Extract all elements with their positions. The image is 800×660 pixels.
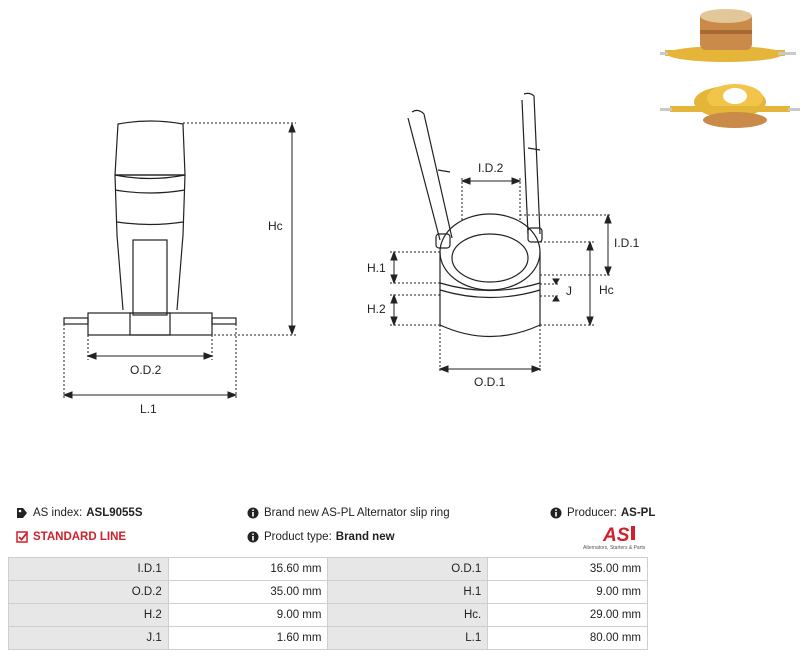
product-type-value: Brand new bbox=[335, 531, 395, 543]
label-od1: O.D.1 bbox=[474, 375, 506, 389]
producer-label: Producer: bbox=[567, 507, 617, 519]
spec-label: H.1 bbox=[327, 580, 489, 604]
label-hc-right: Hc bbox=[599, 283, 614, 297]
spec-value: 16.60 mm bbox=[167, 557, 329, 581]
tag-icon bbox=[17, 508, 27, 518]
standard-line-label: STANDARD LINE bbox=[33, 531, 127, 543]
spec-value: 29.00 mm bbox=[487, 603, 648, 627]
spec-label: J.1 bbox=[8, 626, 169, 650]
technical-drawing: Hc O.D.2 L.1 I.D.2 I.D.1 H.1 H.2 J Hc O.… bbox=[62, 92, 640, 416]
brand-logo-text: AS bbox=[602, 525, 630, 546]
info-icon bbox=[247, 507, 259, 519]
description-text: Brand new AS-PL Alternator slip ring bbox=[264, 507, 450, 519]
description-row: Brand new AS-PL Alternator slip ring bbox=[247, 507, 450, 519]
side-view bbox=[63, 120, 237, 336]
info-icon bbox=[247, 531, 259, 543]
spec-label: O.D.1 bbox=[327, 557, 489, 581]
spec-value: 35.00 mm bbox=[167, 580, 329, 604]
spec-label: O.D.2 bbox=[8, 580, 169, 604]
checkbox-icon bbox=[16, 531, 28, 543]
brand-tagline: Alternators, Starters & Parts bbox=[583, 545, 646, 551]
label-j: J bbox=[566, 284, 572, 298]
standard-line-row: STANDARD LINE bbox=[16, 531, 126, 543]
table-row: O.D.2 35.00 mm H.1 9.00 mm bbox=[8, 580, 648, 604]
spec-label: I.D.1 bbox=[8, 557, 169, 581]
spec-value: 9.00 mm bbox=[167, 603, 329, 627]
producer-row: Producer: AS-PL bbox=[550, 507, 655, 519]
spec-label: L.1 bbox=[327, 626, 489, 650]
table-row: H.2 9.00 mm Hc. 29.00 mm bbox=[8, 603, 648, 627]
spec-value: 9.00 mm bbox=[487, 580, 648, 604]
as-index-value: ASL9055S bbox=[86, 507, 143, 519]
label-h2: H.2 bbox=[367, 302, 386, 316]
label-id2: I.D.2 bbox=[478, 161, 504, 175]
label-l1: L.1 bbox=[140, 402, 157, 416]
spec-value: 35.00 mm bbox=[487, 557, 648, 581]
info-icon bbox=[550, 507, 562, 519]
spec-value: 80.00 mm bbox=[487, 626, 648, 650]
table-row: J.1 1.60 mm L.1 80.00 mm bbox=[8, 626, 648, 650]
brand-logo: AS bbox=[602, 525, 635, 546]
spec-value: 1.60 mm bbox=[167, 626, 329, 650]
spec-label: Hc. bbox=[327, 603, 489, 627]
product-type-row: Product type: Brand new bbox=[247, 531, 395, 543]
label-id1: I.D.1 bbox=[614, 236, 640, 250]
label-h1: H.1 bbox=[367, 261, 386, 275]
spec-table: I.D.1 16.60 mm O.D.1 35.00 mm O.D.2 35.0… bbox=[8, 557, 648, 650]
table-row: I.D.1 16.60 mm O.D.1 35.00 mm bbox=[8, 557, 648, 581]
as-index-label: AS index: bbox=[33, 507, 83, 519]
label-od2: O.D.2 bbox=[130, 363, 162, 377]
product-type-label: Product type: bbox=[264, 531, 332, 543]
label-hc-left: Hc bbox=[268, 219, 283, 233]
producer-value: AS-PL bbox=[620, 507, 656, 519]
as-index-row: AS index: ASL9055S bbox=[16, 507, 143, 519]
product-photo bbox=[660, 9, 800, 128]
spec-label: H.2 bbox=[8, 603, 169, 627]
